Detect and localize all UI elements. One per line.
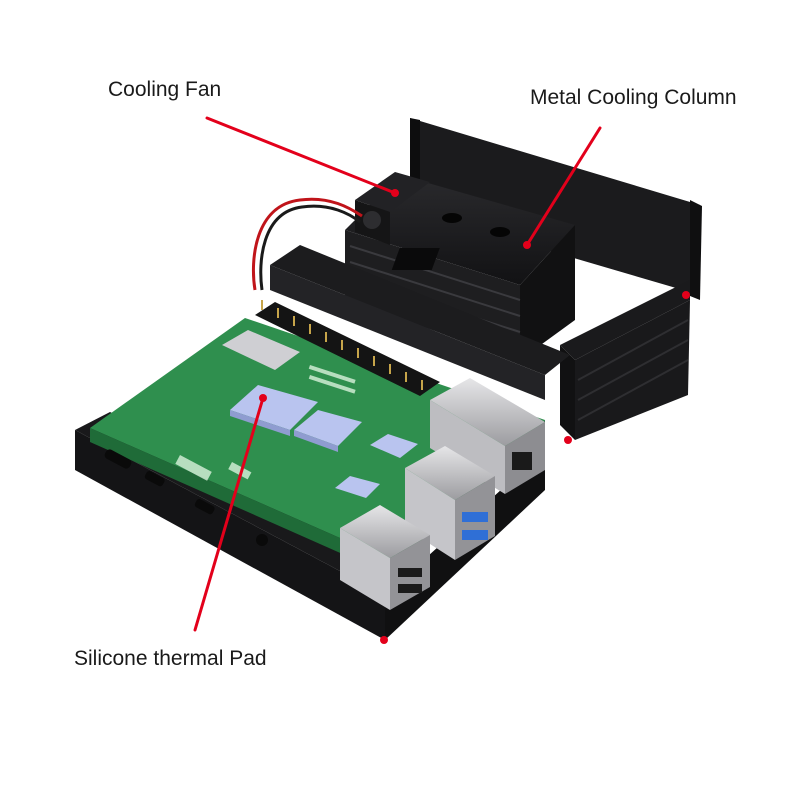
leader-metal-cooling-column — [525, 126, 602, 247]
heatsink-inner-wall — [270, 245, 570, 375]
usb-ports — [340, 446, 495, 610]
heatsink-side-wall — [560, 280, 690, 444]
thermal-pad-eth — [335, 476, 380, 498]
callout-leader-lines — [193, 116, 602, 632]
thermal-pad-ram — [294, 410, 362, 446]
fan-wire-black — [259, 204, 361, 291]
gpio-header — [255, 300, 440, 396]
leader-silicone-thermal-pad — [193, 396, 265, 632]
front-ports — [104, 449, 268, 546]
leader-cooling-fan — [205, 116, 397, 195]
callout-label-silicone-thermal-pad: Silicone thermal Pad — [74, 647, 267, 670]
thermal-pad-usb — [370, 434, 418, 458]
callout-label-metal-cooling-column: Metal Cooling Column — [530, 86, 737, 109]
silicone-thermal-pads — [230, 385, 418, 498]
thermal-pad-cpu — [230, 385, 318, 430]
callout-label-cooling-fan: Cooling Fan — [108, 78, 222, 101]
ethernet-port — [430, 378, 545, 494]
fan-wire-red — [251, 197, 363, 291]
wifi-shield — [222, 330, 300, 370]
